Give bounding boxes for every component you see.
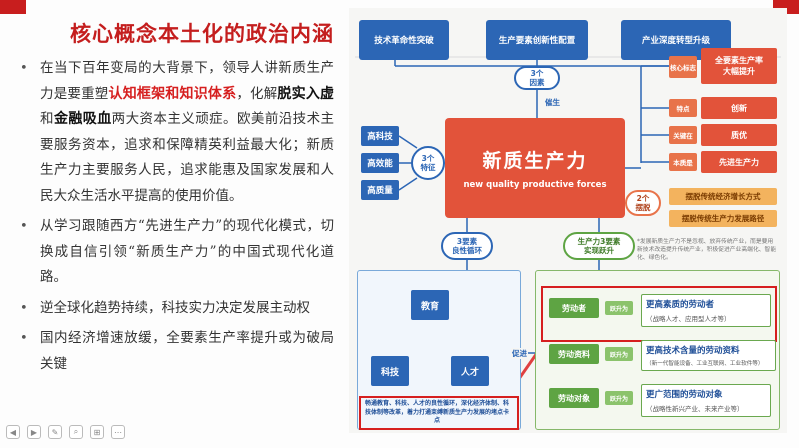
slide-title: 核心概念本土化的政治内涵 bbox=[70, 22, 334, 46]
badge-3-elements-leap: 生产力3要素 实现跃升 bbox=[563, 232, 635, 260]
central-box: 新质生产力 new quality productive forces bbox=[445, 118, 625, 218]
badge-label: 2个 摆脱 bbox=[635, 194, 651, 212]
highlighted-text: 金融吸血 bbox=[53, 111, 112, 127]
row-0-box: 更高素质的劳动者 （战略人才、应用型人才等） bbox=[641, 294, 771, 327]
corner-decoration bbox=[0, 0, 26, 14]
row-1-box: 更高技术含量的劳动资料 （新一代智能设备、工业互联网、工业软件等） bbox=[641, 340, 776, 371]
bullet-text: ，化解 bbox=[236, 85, 278, 102]
central-subtitle: new quality productive forces bbox=[463, 180, 607, 190]
highlighted-text: 脱实入虚 bbox=[277, 85, 335, 102]
label-cuisheng: 催生 bbox=[545, 98, 560, 107]
cycle-caption: 畅通教育、科技、人才的良性循环，深化经济体制、科技体制等改革，着力打通束缚新质生… bbox=[364, 400, 509, 424]
orange-bar-1: 摆脱传统生产力发展路径 bbox=[669, 210, 777, 227]
row-0-main: 更高素质的劳动者 bbox=[646, 300, 715, 310]
right-pill-0: 核心标志 bbox=[669, 56, 697, 78]
row-0-label: 劳动者 bbox=[549, 298, 599, 318]
badge-3-factors: 3个 因素 bbox=[514, 66, 560, 90]
right-pill-1: 特点 bbox=[669, 99, 697, 117]
footnote: *发展新质生产力不是忽视、放弃传统产业，而是要用新技术改造提升传统产业，积极促进… bbox=[637, 239, 777, 261]
left-box-0: 高科技 bbox=[361, 126, 399, 146]
label-cujin: 促进 bbox=[511, 348, 528, 359]
badge-2-escapes: 2个 摆脱 bbox=[625, 190, 661, 216]
orange-bar-0: 摆脱传统经济增长方式 bbox=[669, 188, 777, 205]
right-pill-3: 本质是 bbox=[669, 153, 697, 171]
right-box-2: 质优 bbox=[701, 124, 777, 146]
row-2-main: 更广范围的劳动对象 bbox=[646, 390, 723, 400]
bullet-list: 在当下百年变局的大背景下，领导人讲新质生产力是要重塑认知框架和知识体系，化解脱实… bbox=[16, 56, 334, 382]
row-0-pill: 跃升为 bbox=[605, 301, 633, 315]
row-0-sub: （战略人才、应用型人才等） bbox=[646, 315, 731, 323]
row-1-main: 更高技术含量的劳动资料 bbox=[646, 346, 740, 356]
row-2-box: 更广范围的劳动对象 （战略性新兴产业、未来产业等） bbox=[641, 384, 771, 417]
badge-3-elements-cycle: 3要素 良性循环 bbox=[441, 232, 493, 260]
bullet-item: 在当下百年变局的大背景下，领导人讲新质生产力是要重塑认知框架和知识体系，化解脱实… bbox=[16, 56, 334, 209]
right-box-3: 先进生产力 bbox=[701, 151, 777, 173]
bullet-item: 从学习跟随西方“先进生产力”的现代化模式，切换成自信引领“新质生产力”的中国式现… bbox=[16, 214, 334, 291]
pen-icon[interactable]: ✎ bbox=[48, 425, 62, 439]
bullet-text: 从学习跟随西方“先进生产力”的现代化模式，切换成自信引领“新质生产力”的中国式现… bbox=[40, 218, 334, 285]
badge-3-features: 3个 特征 bbox=[411, 146, 445, 180]
zoom-icon[interactable]: ⌕ bbox=[69, 425, 83, 439]
bullet-item: 国内经济增速放缓，全要素生产率提升或为破局关键 bbox=[16, 326, 334, 377]
row-2-sub: （战略性新兴产业、未来产业等） bbox=[646, 405, 744, 413]
bullet-text: 国内经济增速放缓，全要素生产率提升或为破局关键 bbox=[40, 330, 334, 372]
badge-label: 生产力3要素 实现跃升 bbox=[577, 237, 621, 255]
highlighted-text: 认知框架和知识体系 bbox=[108, 85, 237, 102]
presentation-toolbar: ◀ ▶ ✎ ⌕ ⊞ ⋯ bbox=[6, 425, 125, 439]
next-icon[interactable]: ▶ bbox=[27, 425, 41, 439]
node-talent: 人才 bbox=[451, 356, 489, 386]
badge-label: 3要素 良性循环 bbox=[452, 237, 482, 255]
bullet-text: 两大资本主义顽症。欧美前沿技术主要服务资本，追求和保障精英利益最大化；新质生产力… bbox=[40, 111, 335, 204]
row-2-label: 劳动对象 bbox=[549, 388, 599, 408]
highlight-frame bbox=[359, 396, 519, 430]
bullet-text: 在当下百年变局的大背景下，领导人讲新质生产力是要重塑 bbox=[40, 60, 334, 102]
left-box-1: 高效能 bbox=[361, 153, 399, 173]
right-box-1: 创新 bbox=[701, 97, 777, 119]
top-box-factor: 生产要素创新性配置 bbox=[486, 20, 588, 60]
row-2-pill: 跃升为 bbox=[605, 391, 633, 405]
node-education: 教育 bbox=[411, 290, 449, 320]
bullet-item: 逆全球化趋势持续，科技实力决定发展主动权 bbox=[16, 296, 334, 322]
prev-icon[interactable]: ◀ bbox=[6, 425, 20, 439]
diagram-new-productive-forces: 技术革命性突破 生产要素创新性配置 产业深度转型升级 3个 因素 催生 新质生产… bbox=[349, 8, 787, 433]
row-1-pill: 跃升为 bbox=[605, 347, 633, 361]
row-1-sub: （新一代智能设备、工业互联网、工业软件等） bbox=[646, 361, 764, 367]
node-technology: 科技 bbox=[371, 356, 409, 386]
bullet-text: 逆全球化趋势持续，科技实力决定发展主动权 bbox=[40, 299, 310, 316]
central-title: 新质生产力 bbox=[482, 150, 588, 172]
row-1-label: 劳动资料 bbox=[549, 344, 599, 364]
more-icon[interactable]: ⋯ bbox=[111, 425, 125, 439]
badge-label: 3个 因素 bbox=[529, 69, 545, 87]
badge-label: 3个 特征 bbox=[420, 154, 436, 172]
right-pill-2: 关键在 bbox=[669, 126, 697, 144]
left-box-2: 高质量 bbox=[361, 180, 399, 200]
bullet-text: 和 bbox=[40, 111, 54, 127]
top-box-tech: 技术革命性突破 bbox=[359, 20, 449, 60]
right-box-0: 全要素生产率 大幅提升 bbox=[701, 48, 777, 84]
grid-icon[interactable]: ⊞ bbox=[90, 425, 104, 439]
